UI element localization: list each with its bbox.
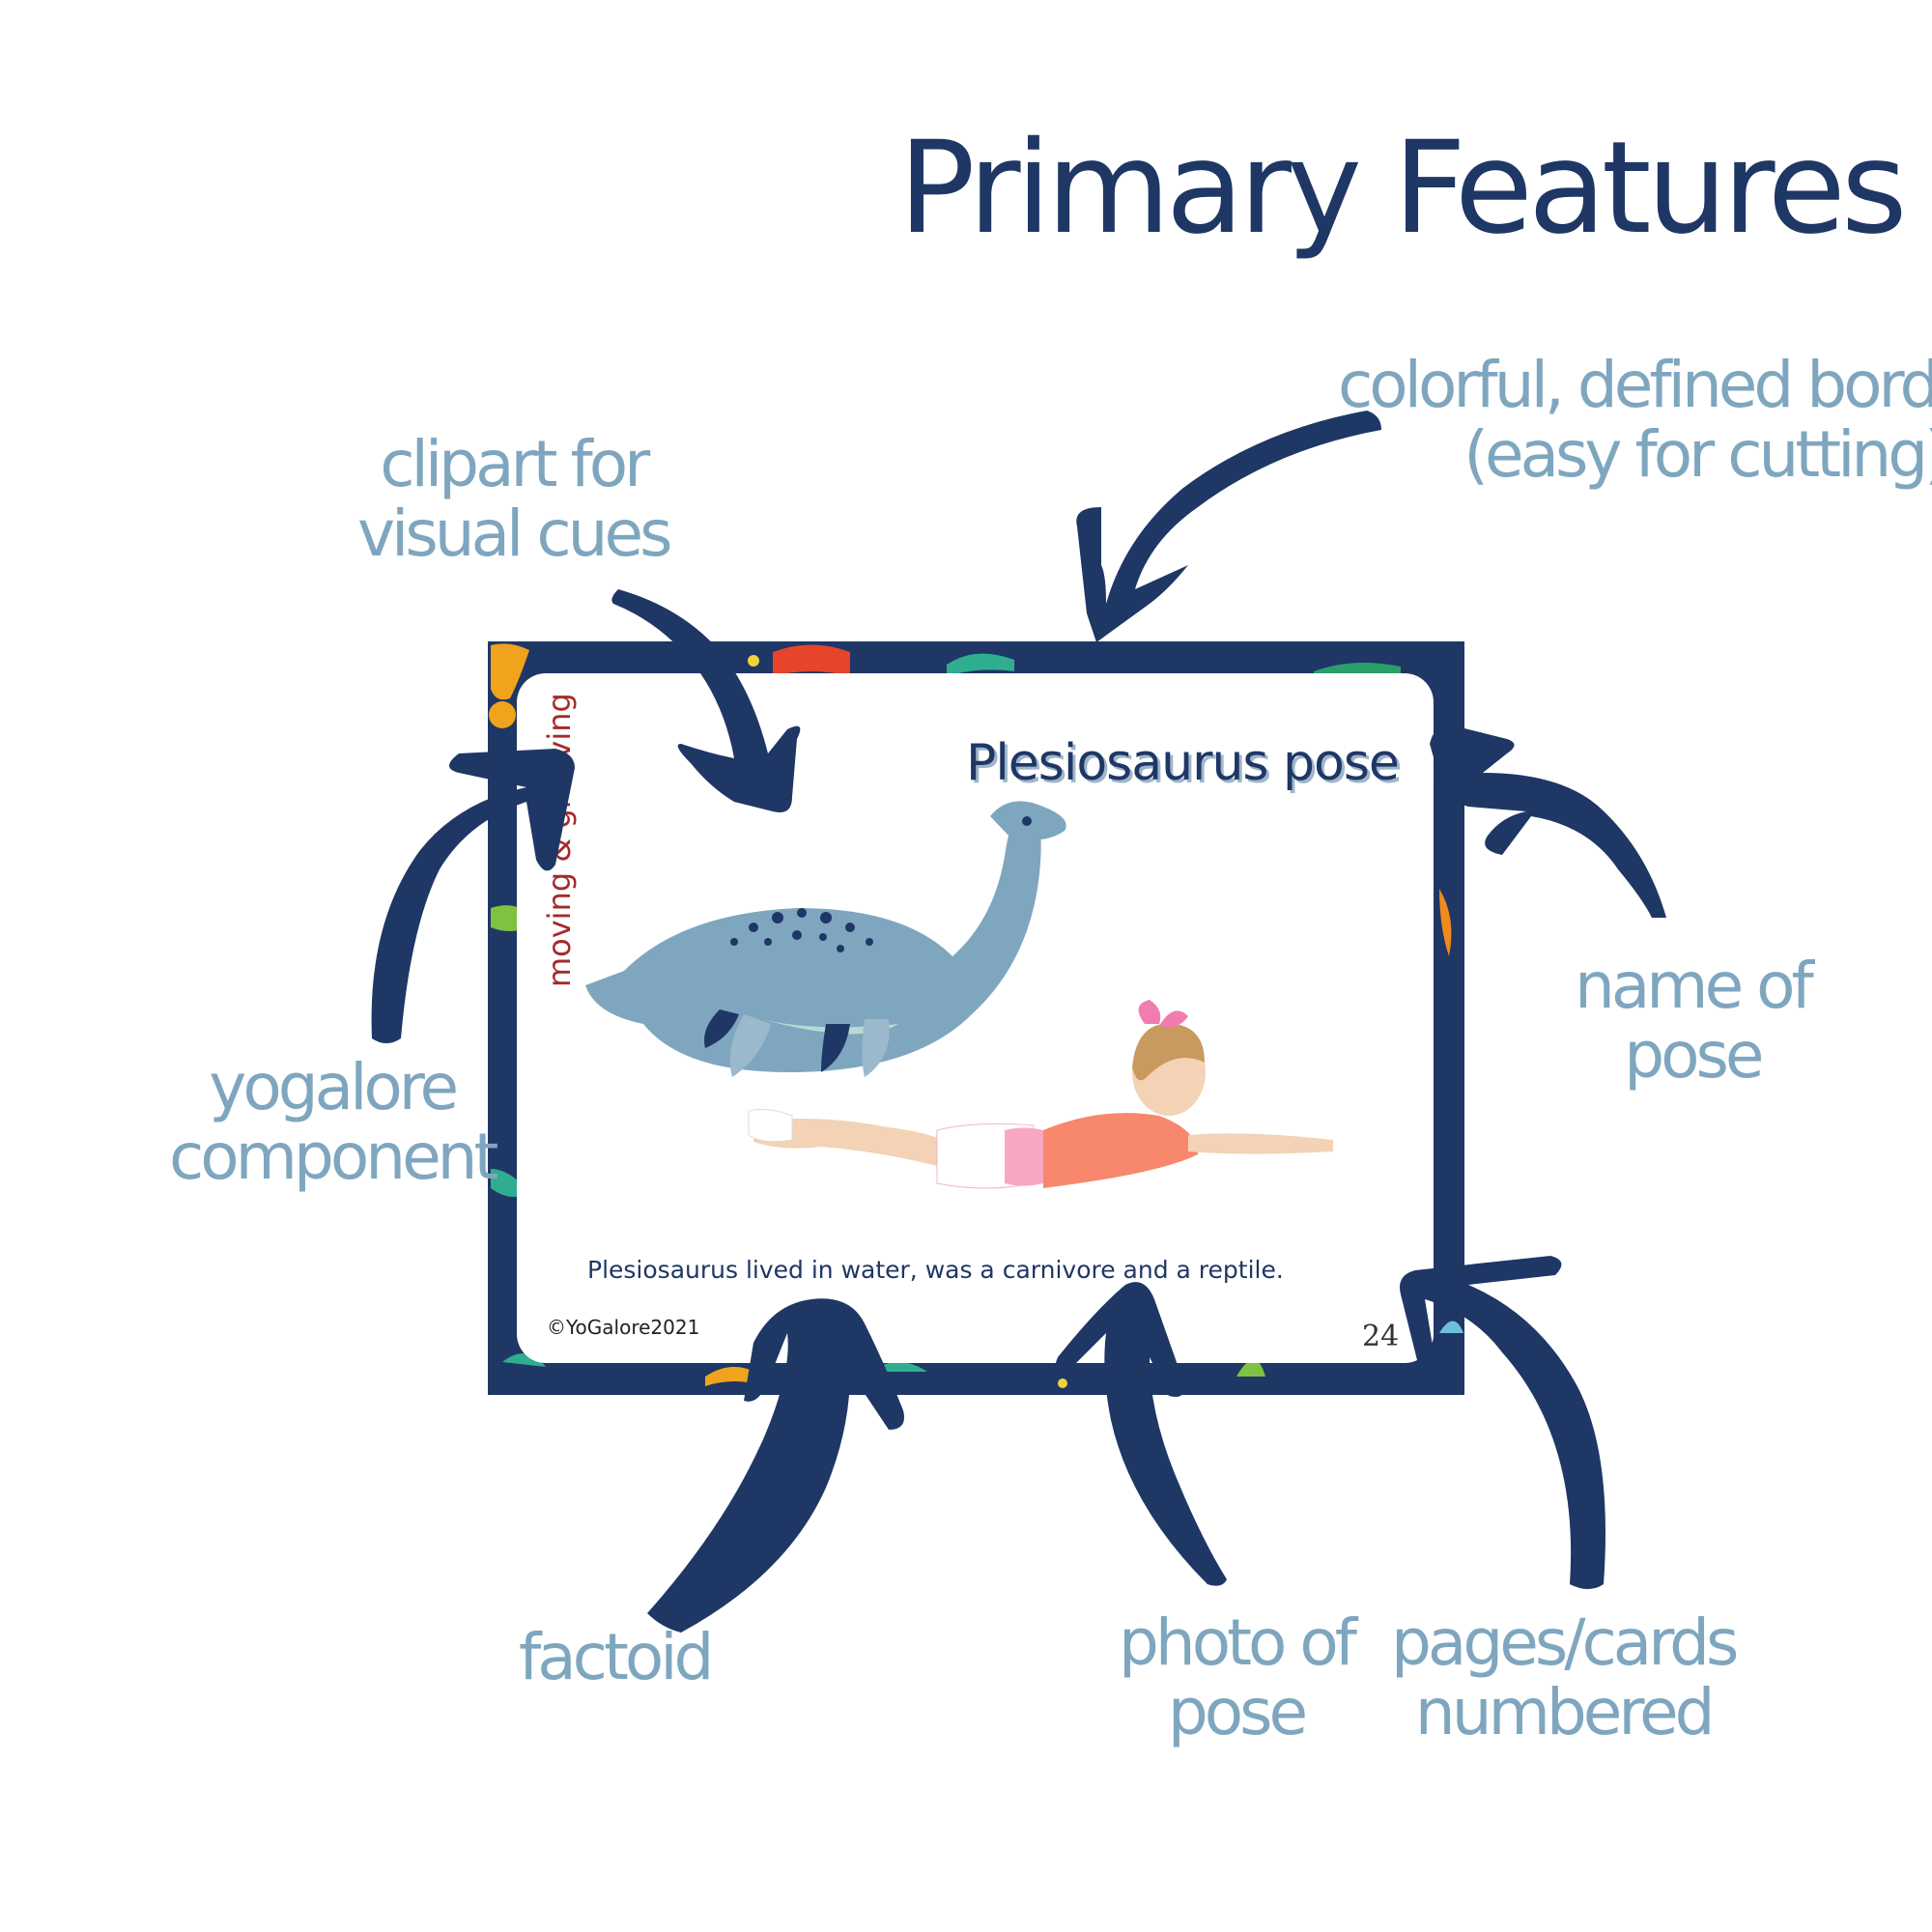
label-pose-name: name of pose <box>1575 949 1814 1093</box>
label-yogalore-line2: component <box>169 1120 498 1194</box>
label-yogalore-line1: yogalore <box>209 1050 459 1124</box>
label-clipart: clipart for visual cues <box>357 427 672 571</box>
label-clipart-line2: visual cues <box>357 497 672 571</box>
arrow-border <box>1076 411 1381 642</box>
label-pose-name-line1: name of <box>1575 949 1814 1023</box>
arrow-clipart <box>611 589 801 812</box>
arrow-pose-name <box>1430 724 1666 918</box>
label-pages-line2: numbered <box>1414 1675 1716 1749</box>
label-factoid: factoid <box>519 1620 714 1694</box>
label-clipart-line1: clipart for <box>380 427 650 501</box>
label-photo: photo of pose <box>1119 1605 1357 1749</box>
label-border-line1: colorful, defined border <box>1338 348 1932 422</box>
label-pages: pages/cards numbered <box>1391 1605 1739 1749</box>
arrow-photo <box>1054 1282 1227 1586</box>
page-title: Primary Features <box>898 114 1908 263</box>
plesiosaurus-clipart <box>585 801 1066 1077</box>
card-copyright: ©YoGalore2021 <box>547 1316 700 1339</box>
pose-photo <box>748 1000 1333 1189</box>
label-photo-line1: photo of <box>1119 1605 1357 1680</box>
arrow-pages <box>1400 1256 1605 1589</box>
label-pages-line1: pages/cards <box>1391 1605 1739 1680</box>
label-pose-name-line2: pose <box>1624 1018 1764 1093</box>
label-photo-line2: pose <box>1167 1675 1308 1749</box>
arrow-yogalore <box>371 749 575 1043</box>
card-page-number: 24 <box>1362 1320 1400 1353</box>
border-dino-shapes <box>489 643 1463 1388</box>
label-border: colorful, defined border (easy for cutti… <box>1338 351 1932 490</box>
label-border-line2: (easy for cutting) <box>1463 417 1932 492</box>
label-yogalore: yogalore component <box>169 1050 498 1194</box>
card-pose-name: Plesiosaurus pose <box>966 734 1400 792</box>
arrow-factoid <box>647 1298 904 1633</box>
card-factoid-text: Plesiosaurus lived in water, was a carni… <box>587 1256 1284 1284</box>
